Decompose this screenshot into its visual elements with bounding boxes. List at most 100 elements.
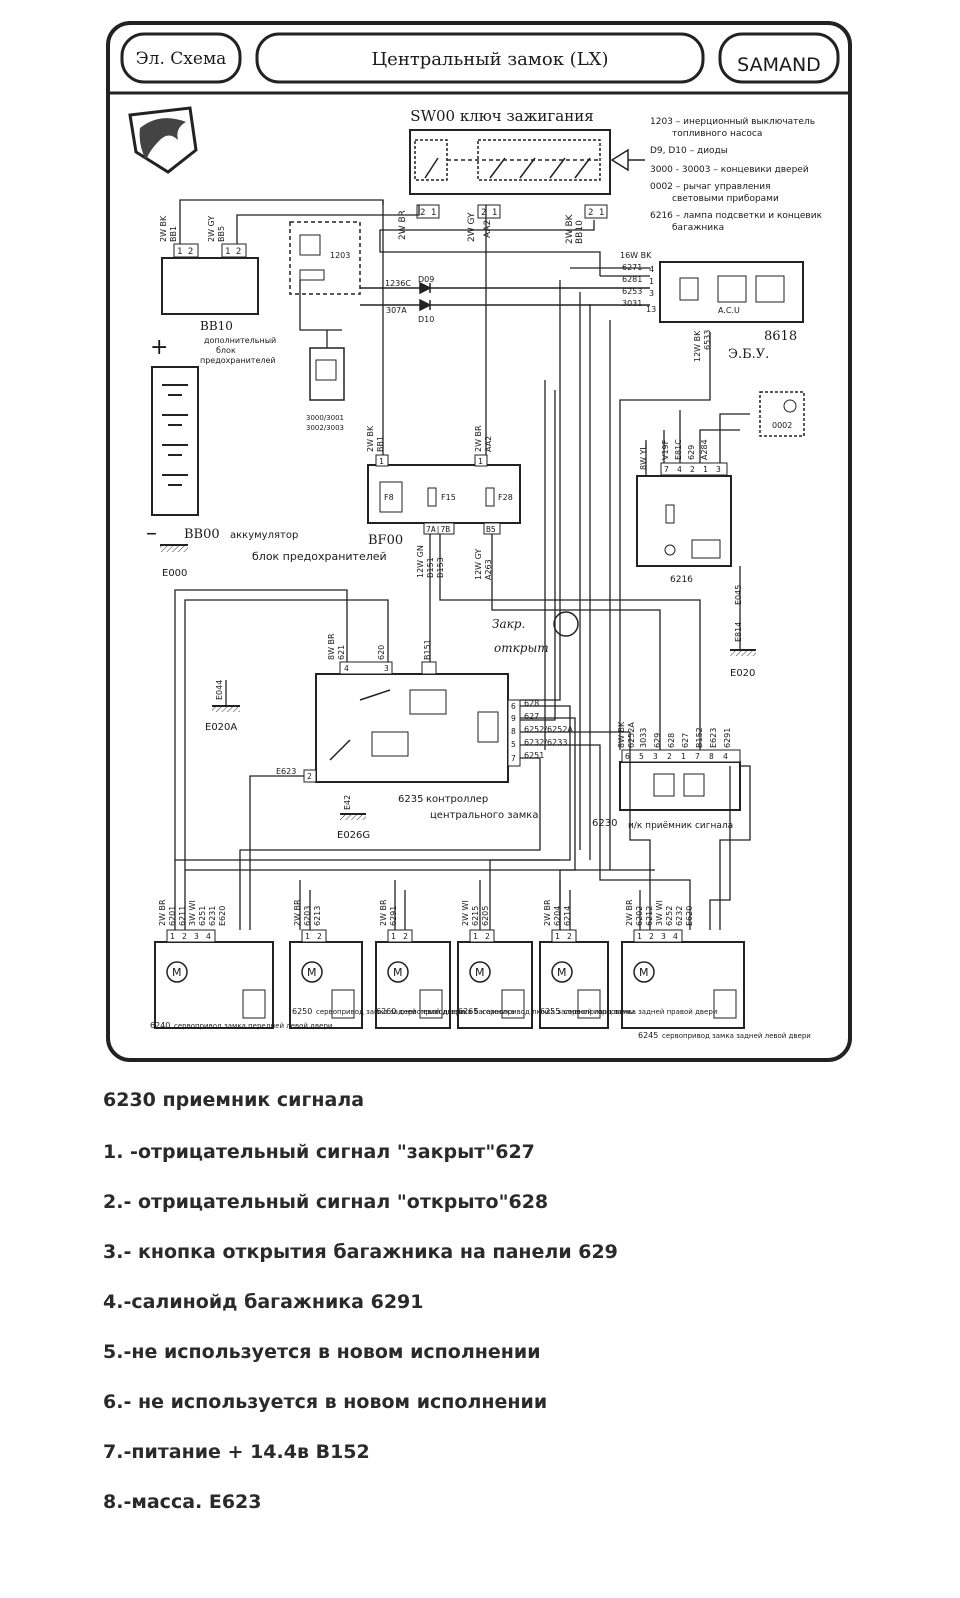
svg-text:M: M [475,966,485,979]
svg-text:1: 1 [703,465,708,474]
bb10-code: BB10 [200,319,233,333]
actuator-wire: 6211 [178,906,187,926]
note-item: 3.- кнопка открытия багажника на панели … [103,1241,618,1263]
note-item: 1. -отрицательный сигнал "закрыт"627 [103,1141,535,1163]
svg-text:E020: E020 [730,668,755,679]
svg-text:Э.Б.У.: Э.Б.У. [728,347,769,362]
actuator-wire: 2W BR [293,899,302,926]
svg-text:6291: 6291 [723,728,732,748]
svg-text:2: 2 [182,932,187,941]
header-title: Центральный замок (LX) [371,49,608,70]
svg-text:E020A: E020A [205,722,237,733]
svg-text:3031: 3031 [622,299,642,308]
actuator-wire: 6252 [665,906,674,926]
note-item: 5.-не используется в новом исполнении [103,1341,541,1363]
svg-text:628: 628 [524,699,539,708]
svg-text:3: 3 [661,932,666,941]
actuator-wire: 6205 [481,906,490,926]
svg-text:1: 1 [478,457,483,466]
svg-text:E42: E42 [343,795,352,810]
outer-frame [106,21,852,1062]
svg-text:6216 – лампа подсветки и конце: 6216 – лампа подсветки и концевик [650,211,823,221]
svg-text:3: 3 [716,465,721,474]
actuator-code: 6250 [292,1007,312,1016]
actuator-wire: 6212 [645,906,654,926]
svg-text:0002: 0002 [772,421,792,430]
svg-text:+: + [150,335,168,360]
ignition-wire-5: BB10 [575,220,585,244]
svg-text:6: 6 [511,702,516,711]
svg-text:B5: B5 [486,525,496,534]
svg-text:E000: E000 [162,568,187,579]
svg-text:8W BK: 8W BK [617,721,626,748]
svg-text:621: 621 [337,645,346,660]
svg-text:9: 9 [511,714,516,723]
svg-text:4: 4 [677,465,682,474]
actuator-wire: 6201 [168,906,177,926]
actuator-desc: сервопривод лючка заливной горловины [482,1008,634,1016]
svg-text:2W GY: 2W GY [207,216,216,242]
actuator-wire: E620 [685,906,694,926]
ignition-wire-4: 2W BK [565,213,575,244]
svg-text:2: 2 [567,932,572,941]
svg-text:6235: 6235 [398,794,423,805]
actuator-wire: 2W BR [158,899,167,926]
actuator-desc: сервопривод замка задней левой двери [316,1008,465,1016]
svg-text:F8: F8 [384,493,394,502]
svg-text:6: 6 [625,752,630,761]
actuator-wire: 6214 [563,906,572,926]
notes-heading: 6230 приемник сигнала [103,1089,365,1111]
receiver-notes: 6230 приемник сигнала 1. -отрицательный … [103,1088,923,1540]
svg-text:1 2: 1 2 [177,247,193,257]
svg-text:1: 1 [379,457,384,466]
actuator-wire: 6204 [553,906,562,926]
actuator-wire: 6251 [198,906,207,926]
actuator-desc: сервопривод замка задней левой двери [662,1032,811,1040]
svg-text:1: 1 [170,932,175,941]
svg-text:628: 628 [667,733,676,748]
battery-bb00 [151,366,199,516]
door-switches [309,347,345,401]
svg-text:E814: E814 [734,622,743,642]
lever-0002 [759,391,805,437]
svg-text:D09: D09 [418,275,434,284]
svg-text:E026G: E026G [337,830,370,841]
svg-text:6533: 6533 [703,330,712,350]
actuator-wire: 2W BR [625,899,634,926]
svg-text:6251: 6251 [524,751,544,760]
bf00-code: BF00 [368,533,403,548]
svg-text:A263: A263 [484,559,493,580]
svg-text:4: 4 [723,752,728,761]
svg-text:2W BR: 2W BR [474,425,483,452]
svg-text:1: 1 [305,932,310,941]
svg-text:4: 4 [649,265,654,274]
svg-text:1: 1 [637,932,642,941]
svg-text:4: 4 [206,932,211,941]
svg-text:8: 8 [709,752,714,761]
svg-text:D9, D10 – диоды: D9, D10 – диоды [650,146,728,156]
relay-1203 [289,221,361,295]
svg-text:дополнительный: дополнительный [204,336,276,345]
note-item: 2.- отрицательный сигнал "открыто"628 [103,1191,549,1213]
svg-text:12W GY: 12W GY [474,549,483,580]
svg-text:F15: F15 [441,493,456,502]
svg-text:F28: F28 [498,493,513,502]
actuator-code: 6255 [540,1007,560,1016]
svg-text:6232/6233: 6232/6233 [524,738,567,747]
svg-text:12W GN: 12W GN [416,545,425,578]
ignition-wire-1: 2W BR [398,210,408,240]
actuator-wire: 6202 [635,906,644,926]
header-title-box [255,32,705,84]
svg-text:–: – [146,521,157,546]
bb00-code: BB00 [184,527,220,542]
svg-text:620: 620 [377,645,386,660]
actuator-desc: сервопривод замка передней левой двери [174,1022,332,1030]
svg-text:2: 2 [317,932,322,941]
svg-text:D10: D10 [418,315,434,324]
actuator-code: 6240 [150,1021,170,1030]
actuator-code: 6245 [638,1031,658,1040]
header-left-box [120,32,242,84]
